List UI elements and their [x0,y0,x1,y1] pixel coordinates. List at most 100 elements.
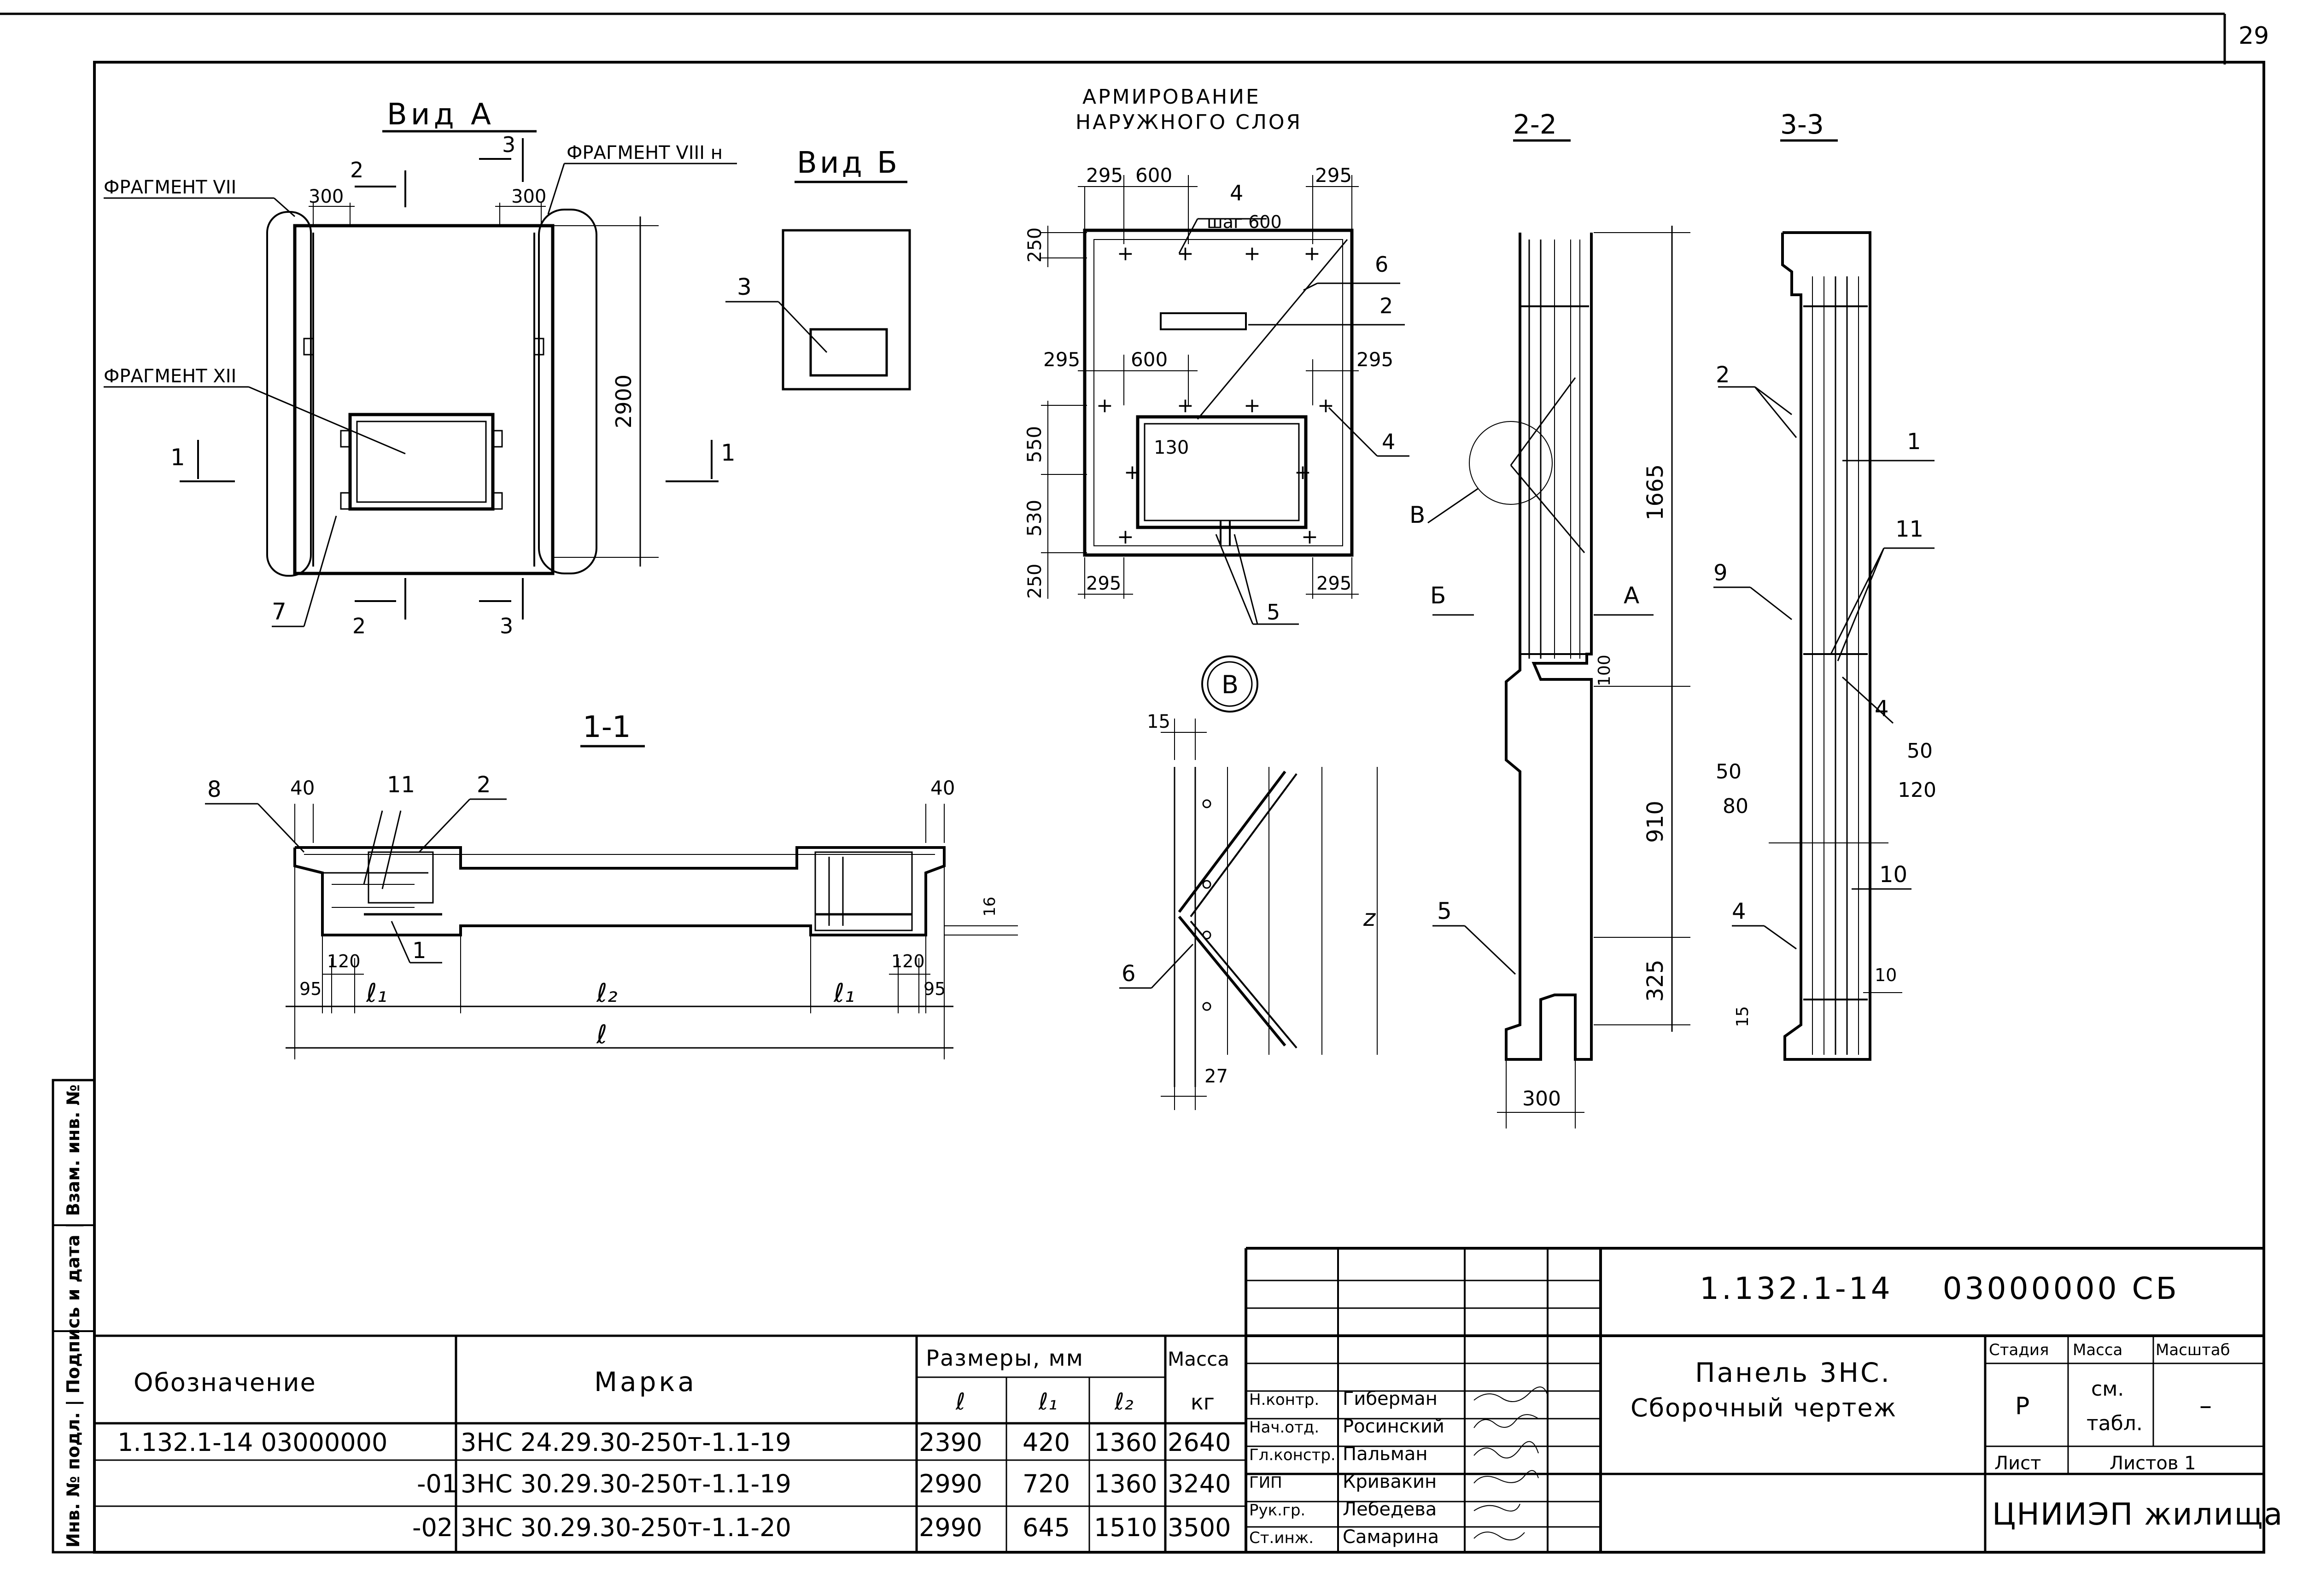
view-b-title: Вид Б [797,146,900,180]
rf-dim-550: 550 [1023,426,1046,463]
signer-role-5: Рук.гр. [1249,1501,1305,1520]
svg-text:z: z [1363,905,1376,931]
dim-120-s33: 120 [1898,778,1936,802]
pos-1-label-s11: 1 [412,938,427,964]
pos-11-label-s11: 11 [387,772,415,798]
reinforcement-view: АРМИРОВАНИЕ НАРУЖНОГО СЛОЯ + + + + + + +… [1023,85,1409,625]
pos-4-right: 4 [1382,429,1395,454]
rf-dim-600-top: 600 [1135,164,1172,187]
spec-row-1-mark: 3НС 24.29.30-250т-1.1-19 [461,1428,791,1457]
dim-300-left: 300 [309,186,344,207]
dim-16: 16 [981,897,999,917]
signer-role-3: Гл.констр. [1249,1446,1336,1464]
node-b-label: В [1409,502,1425,528]
cut-1-left: 1 [170,444,185,471]
pos-2-label-rf: 2 [1379,293,1393,318]
view-b: Вид Б 3 [725,146,911,391]
spec-row-3-designation: -02 [412,1513,453,1542]
pos-6-label-node: 6 [1122,961,1136,987]
document-title-2: Сборочный чертеж [1631,1393,1897,1422]
pos-11-label-s33: 11 [1895,516,1923,542]
section-2-2: 2-2 В 1665 910 325 100 Б А 5 300 [1409,109,1690,1128]
svg-text:+: + [1117,242,1134,265]
signer-role-1: Н.контр. [1249,1391,1319,1409]
spec-header-kg: кг [1191,1390,1215,1415]
dim-300-right: 300 [511,186,546,207]
section-3-3: 3-3 2 1 11 9 4 50 80 50 120 10 4 [1713,109,1936,1061]
organization: ЦНИИЭП жилища [1992,1497,2283,1532]
view-b-arrow-label: Б [1430,582,1446,609]
spec-row-3-l1: 645 [1023,1513,1070,1542]
rf-dim-600-mid: 600 [1131,348,1168,371]
inventory-column-label: Инв. № подл. | Подпись и дата | Взам. ин… [63,1084,84,1548]
spec-row-2-designation: -01 [417,1469,457,1498]
spec-header-l2: ℓ₂ [1114,1388,1134,1415]
dim-50-right: 50 [1907,739,1933,763]
spec-row-1-l1: 420 [1023,1428,1070,1457]
rf-dim-295-tl: 295 [1086,164,1123,187]
svg-text:+: + [1244,394,1261,417]
pos-2-label-s33: 2 [1716,362,1730,388]
spec-header-l1: ℓ₁ [1038,1388,1058,1415]
signer-name-5: Лебедева [1343,1499,1437,1520]
spec-row-3-mass: 3500 [1168,1513,1231,1542]
pos-7-label: 7 [272,598,286,625]
spec-row-3-l2: 1510 [1094,1513,1157,1542]
section-3-3-title: 3-3 [1780,109,1824,140]
svg-text:+: + [1177,394,1194,417]
dim-27: 27 [1204,1066,1228,1087]
pos-8-label: 8 [207,777,222,802]
section-2-2-title: 2-2 [1513,109,1557,140]
view-a: Вид А ФРАГМЕНТ VII ФРАГМЕНТ VIII н ФРАГМ… [104,98,737,638]
dim-2900: 2900 [611,374,636,428]
dim-910: 910 [1642,801,1668,843]
spec-header-designation: Обозначение [134,1368,316,1397]
svg-text:+: + [1317,394,1334,417]
rf-dim-530: 530 [1023,500,1046,537]
spec-row-3-l: 2990 [919,1513,982,1542]
section-1-1-title: 1-1 [583,710,631,744]
spec-row-1-mass: 2640 [1168,1428,1231,1457]
svg-text:+: + [1177,242,1194,265]
dim-120-left: 120 [327,951,361,971]
svg-text:+: + [1294,461,1311,484]
dim-100: 100 [1595,655,1614,686]
dim-325: 325 [1642,959,1668,1002]
rf-dim-250-bottom: 250 [1024,564,1046,599]
cut-2-bottom: 2 [352,614,366,638]
dim-120-right: 120 [891,951,925,971]
page-number: 29 [2239,22,2269,50]
dim-40-right: 40 [930,777,955,799]
mass-value-2: табл. [2087,1412,2143,1435]
handwritten-signatures [1473,1386,1548,1541]
cut-1-right: 1 [721,439,736,466]
dim-15-s33: 15 [1733,1006,1752,1027]
dim-l1-right: ℓ₁ [833,978,855,1008]
dim-95-right: 95 [924,979,946,999]
reinforcement-title-1: АРМИРОВАНИЕ [1082,85,1261,109]
spec-table [94,1334,1247,1552]
spec-header-sizes: Размеры, мм [926,1345,1084,1371]
rf-dim-295-ml: 295 [1043,348,1080,371]
scale-value: – [2199,1391,2212,1420]
spec-header-mark: Марка [594,1366,697,1397]
node-b-detail: В z 15 27 6 [1119,655,1378,1110]
signer-role-2: Нач.отд. [1249,1418,1319,1437]
fragment-xii-label: ФРАГМЕНТ XII [104,366,236,387]
document-code: 1.132.1-14 03000000 СБ [1700,1271,2180,1306]
pos-5-label-s22: 5 [1437,898,1452,924]
title-block [1245,1247,2264,1552]
spec-row-2-l2: 1360 [1094,1469,1157,1498]
spec-row-2-mass: 3240 [1168,1469,1231,1498]
reinforcement-window [1136,415,1308,529]
pos-10-label-s33: 10 [1879,862,1907,888]
svg-text:+: + [1244,242,1261,265]
pos-1-label-s33: 1 [1907,429,1921,455]
dim-50-left: 50 [1716,760,1742,783]
dim-80: 80 [1723,795,1748,818]
pos-2-label-s11: 2 [477,772,491,798]
spec-header-mass: Масса [1168,1348,1229,1370]
rf-dim-295-br: 295 [1316,573,1351,594]
pos-4-top: 4 [1230,181,1243,205]
